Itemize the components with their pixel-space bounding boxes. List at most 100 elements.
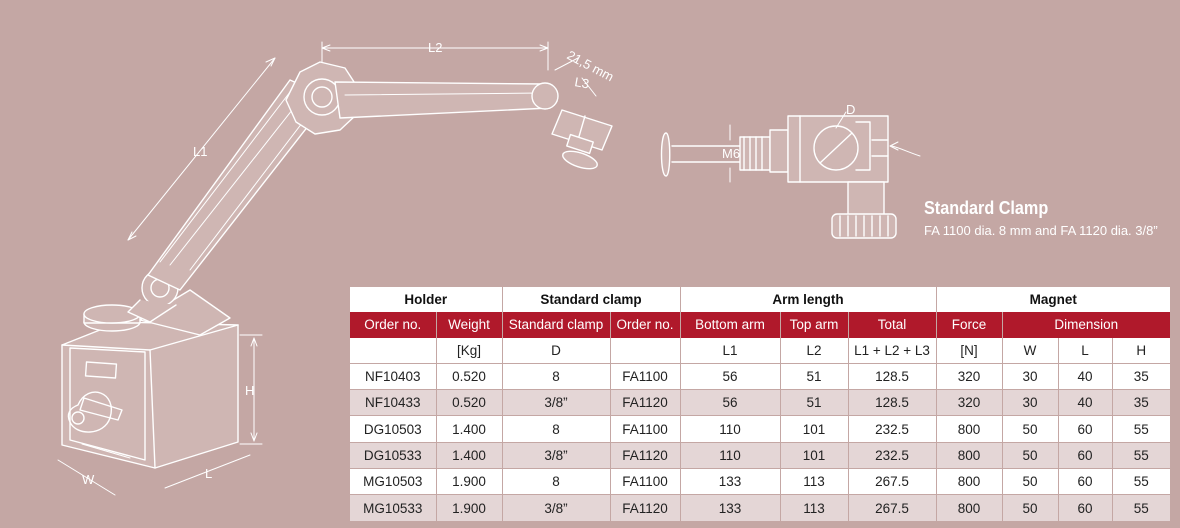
- table-cell: 1.900: [435, 494, 503, 521]
- table-cell: 35: [1111, 389, 1171, 416]
- table-cell: 51: [779, 389, 849, 416]
- table-cell: 40: [1057, 362, 1113, 390]
- table-cell: 128.5: [847, 362, 937, 390]
- table-cell: MG10503: [350, 468, 436, 495]
- table-cell: 800: [935, 415, 1003, 443]
- label-l3: L3: [573, 74, 590, 91]
- col-bottom-arm: Bottom arm: [679, 312, 781, 338]
- table-cell: 133: [679, 468, 781, 495]
- table-cell: 320: [935, 389, 1003, 416]
- label-l: L: [205, 466, 212, 481]
- table-cell: FA1120: [609, 441, 681, 469]
- table-cell: FA1120: [609, 389, 681, 416]
- table-cell: 8: [501, 362, 611, 390]
- bottom-arm: [147, 79, 331, 291]
- unit-cell: L1: [679, 337, 781, 364]
- table-cell: 55: [1111, 415, 1171, 443]
- table-cell: 55: [1111, 494, 1171, 521]
- table-cell: NF10433: [350, 389, 436, 416]
- table-cell: 30: [1001, 389, 1059, 416]
- arm-end-clamp: [531, 82, 613, 170]
- table-cell: 800: [935, 441, 1003, 469]
- table-cell: 40: [1057, 389, 1113, 416]
- dimension-lines: [57, 41, 597, 496]
- unit-cell: [Kg]: [435, 337, 503, 364]
- table-cell: 113: [779, 494, 849, 521]
- table-cell: 110: [679, 415, 781, 443]
- table-cell: 232.5: [847, 441, 937, 469]
- label-d: D: [846, 102, 855, 117]
- standard-clamp-subtitle: FA 1100 dia. 8 mm and FA 1120 dia. 3/8”: [924, 223, 1158, 238]
- unit-cell: L1 + L2 + L3: [847, 337, 937, 364]
- label-w: W: [82, 472, 95, 487]
- table-cell: 101: [779, 415, 849, 443]
- table-cell: 3/8”: [501, 441, 611, 469]
- table-cell: 113: [779, 468, 849, 495]
- column-header-row: Order no. Weight Standard clamp Order no…: [350, 312, 1171, 338]
- col-top-arm: Top arm: [779, 312, 849, 338]
- group-header-row: Holder Standard clamp Arm length Magnet: [350, 287, 1171, 313]
- table-cell: 267.5: [847, 468, 937, 495]
- col-standard-clamp: Standard clamp: [501, 312, 611, 338]
- standard-clamp-detail: [660, 111, 921, 239]
- label-m6: M6: [722, 146, 740, 161]
- table-cell: 55: [1111, 468, 1171, 495]
- table-cell: MG10533: [350, 494, 436, 521]
- table-cell: 0.520: [435, 389, 503, 416]
- table-cell: 800: [935, 468, 1003, 495]
- table-cell: 320: [935, 362, 1003, 390]
- unit-row: [Kg] D L1 L2 L1 + L2 + L3 [N] W L H: [350, 337, 1171, 364]
- unit-cell: [N]: [935, 337, 1003, 364]
- table-cell: FA1100: [609, 468, 681, 495]
- table-cell: FA1100: [609, 415, 681, 443]
- standard-clamp-title: Standard Clamp: [924, 198, 1049, 218]
- table-cell: 60: [1057, 468, 1113, 495]
- table-cell: 60: [1057, 441, 1113, 469]
- table-cell: 232.5: [847, 415, 937, 443]
- table-cell: 35: [1111, 362, 1171, 390]
- table-cell: 1.900: [435, 468, 503, 495]
- table-cell: 3/8”: [501, 389, 611, 416]
- table-cell: FA1100: [609, 362, 681, 390]
- table-cell: 128.5: [847, 389, 937, 416]
- table-cell: 60: [1057, 494, 1113, 521]
- group-holder: Holder: [350, 287, 503, 313]
- table-cell: 8: [501, 468, 611, 495]
- table-cell: 56: [679, 362, 781, 390]
- col-force: Force: [935, 312, 1003, 338]
- table-cell: 110: [679, 441, 781, 469]
- table-cell: 3/8”: [501, 494, 611, 521]
- magnet-base: [61, 304, 239, 469]
- unit-cell: L2: [779, 337, 849, 364]
- table-cell: 60: [1057, 415, 1113, 443]
- col-order-no: Order no.: [350, 312, 436, 338]
- table-cell: 50: [1001, 494, 1059, 521]
- table-cell: 8: [501, 415, 611, 443]
- label-l2: L2: [428, 40, 442, 55]
- table-cell: 50: [1001, 468, 1059, 495]
- label-l1: L1: [193, 144, 207, 159]
- group-arm-length: Arm length: [679, 287, 937, 313]
- unit-cell: [350, 337, 436, 364]
- table-cell: 0.520: [435, 362, 503, 390]
- table-cell: 800: [935, 494, 1003, 521]
- col-clamp-order-no: Order no.: [609, 312, 681, 338]
- unit-cell: [609, 337, 681, 364]
- spec-table: Holder Standard clamp Arm length Magnet …: [350, 287, 1171, 521]
- group-standard-clamp: Standard clamp: [501, 287, 681, 313]
- table-cell: NF10403: [350, 362, 436, 390]
- label-21-5mm: 21,5 mm: [565, 47, 617, 84]
- table-cell: 50: [1001, 415, 1059, 443]
- table-cell: DG10503: [350, 415, 436, 443]
- table-cell: 51: [779, 362, 849, 390]
- table-cell: DG10533: [350, 441, 436, 469]
- table-cell: 55: [1111, 441, 1171, 469]
- central-knob: [285, 61, 359, 135]
